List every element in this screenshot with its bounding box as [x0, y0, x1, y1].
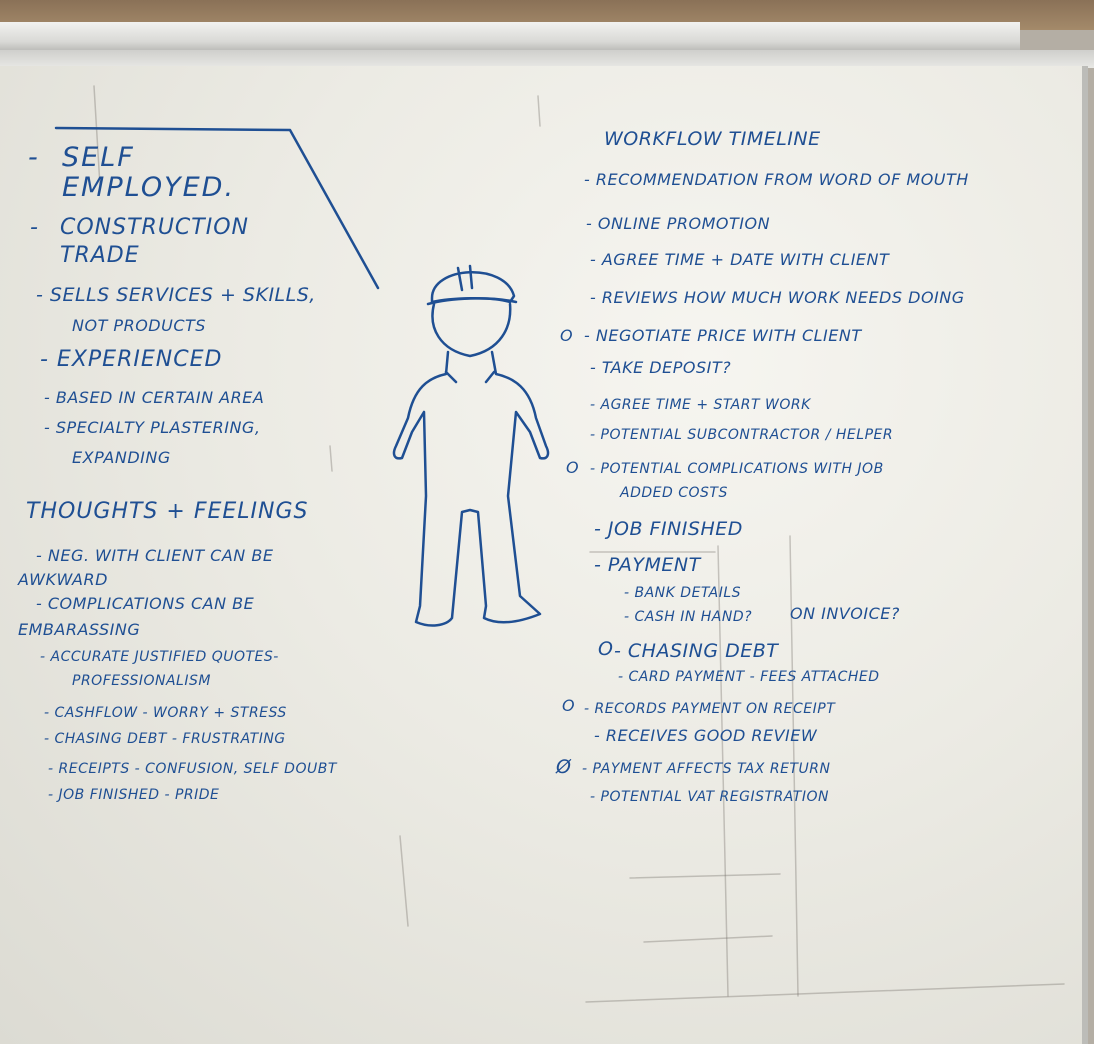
thought-embarassing: embarassing [18, 620, 141, 639]
profile-specialty: - Specialty plastering, [44, 418, 261, 437]
thought-complications: - Complications can be [36, 594, 255, 613]
profile-experienced: - Experienced [40, 347, 223, 372]
timeline-payment: - Payment [594, 554, 701, 576]
thought-receipts: - Receipts - confusion, self doubt [48, 761, 337, 777]
grid-line-faint [717, 545, 729, 997]
thought-cashflow: - Cashflow - worry + stress [44, 705, 287, 721]
timeline-deposit: - Take deposit? [590, 358, 732, 377]
profile-not-products: not products [72, 316, 206, 335]
profile-trade: Trade [60, 243, 140, 268]
chasing-marker: o [598, 638, 614, 660]
timeline-recommendation: - Recommendation from word of mouth [584, 170, 969, 189]
timeline-card: - Card payment - fees attached [618, 669, 880, 685]
records-marker: o [562, 696, 576, 715]
timeline-review: - Receives good review [594, 726, 818, 745]
grid-line-faint [789, 535, 799, 997]
timeline-complications: - Potential complications with job [590, 461, 884, 477]
timeline-online: - Online promotion [586, 214, 771, 233]
profile-self: Self [62, 142, 135, 173]
grid-line-faint [629, 873, 781, 879]
timeline-finished: - Job finished [594, 518, 743, 540]
timeline-subcontractor: - Potential subcontractor / helper [590, 427, 894, 443]
timeline-vat: - Potential VAT registration [590, 789, 829, 805]
grid-line-faint [93, 85, 101, 187]
thought-professionalism: professionalism [72, 673, 211, 689]
timeline-bank: - Bank details [624, 585, 742, 601]
grid-line-faint [585, 983, 1065, 1003]
construction-dash: - [30, 215, 39, 240]
grid-line-faint [537, 95, 541, 127]
timeline-agree-date: - Agree time + date with client [590, 250, 890, 269]
tax-marker: ø [556, 756, 572, 778]
profile-expanding: expanding [72, 448, 171, 467]
timeline-tax: - Payment affects tax return [582, 761, 831, 777]
timeline-on-invoice: on invoice? [790, 604, 900, 623]
thought-awkward: awkward [18, 570, 108, 589]
timeline-reviews: - Reviews how much work needs doing [590, 288, 965, 307]
timeline-added-costs: added costs [620, 485, 728, 501]
whiteboard-tray [0, 22, 1020, 52]
timeline-title: Workflow Timeline [604, 128, 821, 150]
negotiate-marker: o [560, 326, 574, 345]
profile-based: - Based in certain area [44, 388, 265, 407]
timeline-cash: - Cash in hand? [624, 609, 753, 625]
timeline-start-work: - Agree time + start work [590, 397, 811, 413]
board-drawings [54, 85, 1065, 1003]
grid-line-faint [643, 935, 773, 943]
thought-neg-client: - Neg. with client can be [36, 546, 274, 565]
thoughts-title: Thoughts + Feelings [26, 499, 309, 524]
grid-line-faint [329, 445, 333, 472]
grid-line-faint [399, 835, 409, 927]
timeline-chasing: - Chasing debt [614, 640, 779, 662]
whiteboard: - Self Employed. - Construction Trade - … [0, 66, 1088, 1044]
profile-bracket [54, 126, 380, 290]
thought-quotes: - Accurate justified quotes- [40, 649, 279, 665]
profile-sells-services: - Sells services + skills, [36, 284, 316, 306]
thought-chasing: - Chasing debt - frustrating [44, 731, 286, 747]
timeline-negotiate: - Negotiate price with client [584, 326, 862, 345]
thought-finished: - Job finished - pride [48, 787, 220, 803]
whiteboard-rail [0, 50, 1094, 68]
profile-construction: Construction [60, 215, 249, 240]
figure-head [431, 302, 512, 358]
timeline-records: - Records payment on receipt [584, 701, 836, 717]
complications-marker: o [566, 458, 580, 477]
figure-body [392, 350, 550, 627]
profile-employed: Employed. [62, 172, 236, 203]
self-dash: - [28, 142, 40, 173]
